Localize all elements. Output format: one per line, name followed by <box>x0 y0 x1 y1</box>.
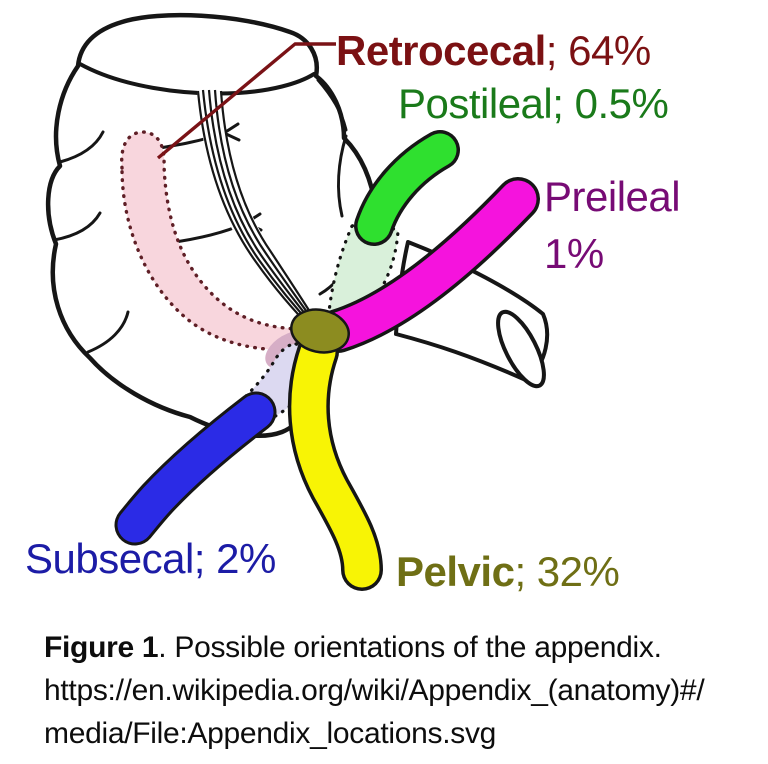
label-retrocecal-value: ; 64% <box>545 27 651 74</box>
label-subsecal-value: ; 2% <box>193 535 277 582</box>
caption-url-line-1: https://en.wikipedia.org/wiki/Appendix_(… <box>44 674 705 707</box>
caption-figure-number: Figure 1 <box>44 631 159 664</box>
label-postileal-name: Postileal <box>398 80 553 127</box>
preileal-appendix-shape <box>319 180 537 350</box>
ileum-opening <box>496 309 546 389</box>
label-preileal-value: 1% <box>544 230 604 277</box>
label-subsecal-name: Subsecal <box>25 535 194 582</box>
label-retrocecal: Retrocecal; 64% <box>336 27 651 75</box>
retrocecal-appendix-shape <box>120 130 325 352</box>
label-postileal: Postileal; 0.5% <box>398 80 669 128</box>
postileal-appendix-shape <box>357 133 457 243</box>
label-pelvic-name: Pelvic <box>396 548 515 595</box>
label-subsecal: Subsecal; 2% <box>25 535 276 583</box>
retrocecal-leader-line <box>156 42 336 160</box>
figure-caption: Figure 1. Possible orientations of the a… <box>44 626 754 755</box>
caption-title-text: . Possible orientations of the appendix. <box>158 631 662 664</box>
label-preileal-name: Preileal <box>544 173 681 220</box>
subsecal-appendix-shape <box>117 394 274 543</box>
label-preileal: Preileal 1% <box>544 168 681 282</box>
appendix-base-junction <box>290 308 350 354</box>
label-retrocecal-name: Retrocecal <box>336 27 546 74</box>
caption-url-line-2: media/File:Appendix_locations.svg <box>44 717 497 750</box>
caption-title-line: Figure 1. Possible orientations of the a… <box>44 626 754 669</box>
cecum-opening-lip <box>78 62 316 96</box>
label-pelvic-value: ; 32% <box>514 548 620 595</box>
pelvic-appendix-shape <box>291 334 380 588</box>
label-pelvic: Pelvic; 32% <box>396 548 620 596</box>
label-postileal-value: ; 0.5% <box>552 80 669 127</box>
postileal-hidden-shape <box>326 221 400 327</box>
taenia-coli-band <box>196 89 328 338</box>
